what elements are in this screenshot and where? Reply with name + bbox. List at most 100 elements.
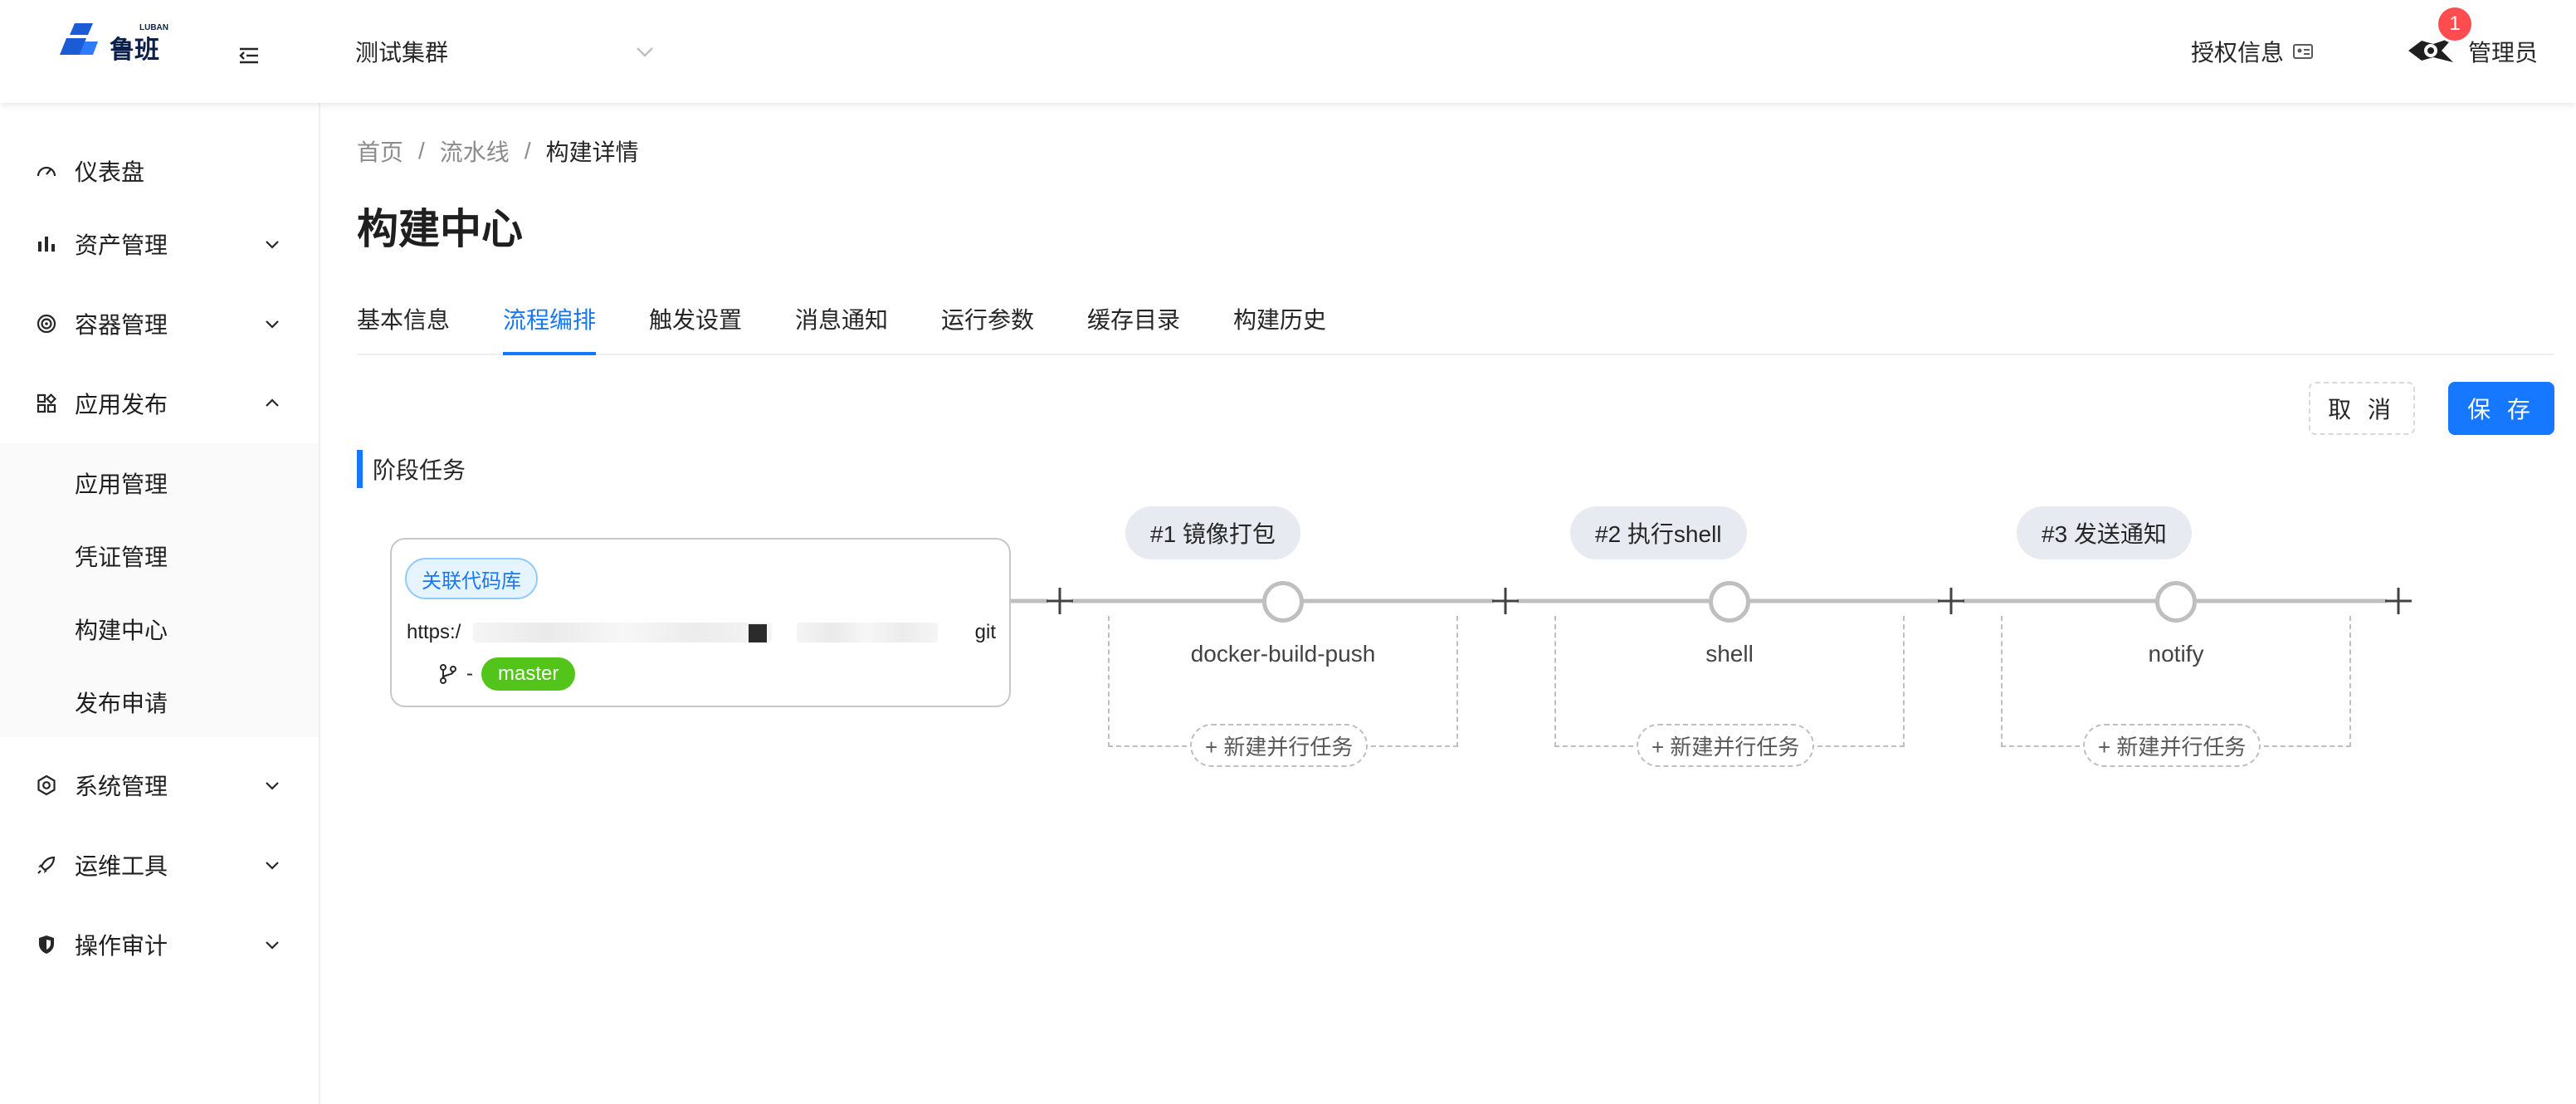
luban-logo[interactable]: LUBAN 鲁班 [60,18,184,70]
sidebar-subitem-label: 凭证管理 [75,545,168,570]
tab-trigger-settings[interactable]: 触发设置 [649,307,743,333]
sidebar-subitem-credentials[interactable]: 凭证管理 [0,523,319,589]
add-stage-plus-icon[interactable] [1045,586,1075,616]
active-tab-indicator [503,352,596,355]
sidebar-item-dashboard[interactable]: 仪表盘 [0,138,319,204]
add-stage-plus-icon[interactable] [1490,586,1520,616]
breadcrumb-separator: / [524,138,531,164]
settings-icon [35,774,58,797]
rocket-icon [35,853,58,877]
breadcrumb-pipeline[interactable]: 流水线 [439,139,510,165]
repo-url-suffix: git [974,621,996,643]
sidebar-item-ops-tools[interactable]: 运维工具 [0,832,319,898]
tab-bar: 基本信息 流程编排 触发设置 消息通知 运行参数 缓存目录 构建历史 [357,294,2554,355]
chevron-down-icon [266,941,279,950]
sidebar-item-label: 应用发布 [75,392,168,418]
stage-node-1[interactable] [1262,581,1304,623]
tab-build-history[interactable]: 构建历史 [1233,307,1327,333]
chevron-down-icon [266,241,279,249]
git-branch-icon [440,664,456,684]
stage-title-1[interactable]: #1 镜像打包 [1125,506,1300,559]
chevron-up-icon [266,398,279,407]
repo-url: https:/ git [407,616,996,649]
menu-fold-button[interactable] [234,43,264,68]
section-title: 阶段任务 [357,450,466,488]
logo-icon: LUBAN 鲁班 [60,23,168,65]
sidebar-item-app-publish[interactable]: 应用发布 [0,370,319,437]
top-header: LUBAN 鲁班 测试集群 授权信息 [0,0,2576,103]
add-parallel-task-button-2[interactable]: + 新建并行任务 [1637,724,1815,767]
sidebar-item-system[interactable]: 系统管理 [0,752,319,818]
linked-repo-tag[interactable]: 关联代码库 [405,558,538,599]
chevron-down-icon [637,47,653,57]
tab-notifications[interactable]: 消息通知 [795,307,889,333]
stage-title-2[interactable]: #2 执行shell [1570,506,1747,559]
avatar-image-icon [2408,37,2453,62]
id-card-icon [2293,44,2314,59]
logo-text: 鲁班 [110,36,159,65]
section-accent-bar [357,450,363,488]
tab-run-params[interactable]: 运行参数 [941,307,1035,333]
sidebar-item-label: 仪表盘 [75,159,145,185]
sidebar-item-containers[interactable]: 容器管理 [0,291,319,357]
license-info-link[interactable]: 授权信息 [2191,32,2314,71]
redacted-url-blur [797,623,938,642]
chevron-down-icon [266,782,279,790]
sidebar: 仪表盘 资产管理 容器管理 应用发布 应用管理 凭证管理 构建中心 发布申请 [0,103,320,1104]
shield-icon [35,933,58,956]
sidebar-subitem-label: 构建中心 [75,618,168,643]
sidebar-subitem-label: 发布申请 [75,691,168,716]
save-button[interactable]: 保 存 [2448,382,2554,435]
cluster-select[interactable]: 测试集群 [355,30,656,73]
task-name-2[interactable]: shell [1705,641,1754,667]
app-publish-icon [35,392,58,415]
cancel-button[interactable]: 取 消 [2309,382,2415,435]
submenu-background [0,443,319,737]
sidebar-subitem-label: 应用管理 [75,471,168,497]
sidebar-subitem-build-center[interactable]: 构建中心 [0,596,319,662]
branch-row: - master [438,656,576,692]
repo-card[interactable]: 关联代码库 https:/ git - master [390,538,1011,707]
breadcrumb: 首页 / 流水线 / 构建详情 [357,133,639,169]
menu-fold-icon [239,47,258,64]
stage-node-2[interactable] [1709,581,1750,623]
branch-tag: master [481,657,576,691]
asset-icon [35,232,58,256]
section-title-text: 阶段任务 [373,457,466,483]
sidebar-subitem-release-request[interactable]: 发布申请 [0,669,319,735]
task-name-3[interactable]: notify [2148,641,2204,667]
avatar[interactable]: 1 [2403,7,2471,79]
license-info-label: 授权信息 [2191,40,2285,66]
add-stage-plus-icon[interactable] [1936,586,1966,616]
sidebar-item-label: 容器管理 [75,312,168,338]
dashboard-icon [35,159,58,183]
container-icon [35,312,58,335]
user-menu[interactable]: 1 管理员 [2403,7,2538,79]
breadcrumb-current: 构建详情 [545,139,639,165]
sidebar-item-label: 运维工具 [75,853,168,879]
chevron-down-icon [266,862,279,870]
logo-sub-text: LUBAN [139,23,168,32]
sidebar-item-label: 操作审计 [75,933,168,959]
sidebar-item-label: 系统管理 [75,774,168,799]
sidebar-item-assets[interactable]: 资产管理 [0,211,319,277]
tab-pipeline-orchestration[interactable]: 流程编排 [503,307,597,333]
tab-basic-info[interactable]: 基本信息 [357,307,451,333]
task-name-1[interactable]: docker-build-push [1190,641,1376,667]
tab-cache-dir[interactable]: 缓存目录 [1087,307,1181,333]
add-parallel-task-button-3[interactable]: + 新建并行任务 [2083,724,2261,767]
sidebar-item-label: 资产管理 [75,232,168,258]
breadcrumb-home[interactable]: 首页 [357,139,404,165]
repo-url-prefix: https:/ [407,621,461,643]
cluster-select-value: 测试集群 [355,40,449,66]
redacted-url-block [749,624,767,642]
chevron-down-icon [266,320,279,329]
redacted-url-blur [473,623,772,642]
stage-title-3[interactable]: #3 发送通知 [2017,506,2192,559]
add-parallel-task-button-1[interactable]: + 新建并行任务 [1190,724,1368,767]
stage-node-3[interactable] [2155,581,2197,623]
branch-separator: - [466,662,473,685]
add-stage-plus-icon[interactable] [2383,586,2413,616]
sidebar-item-audit[interactable]: 操作审计 [0,911,319,978]
sidebar-subitem-app-management[interactable]: 应用管理 [0,450,319,516]
